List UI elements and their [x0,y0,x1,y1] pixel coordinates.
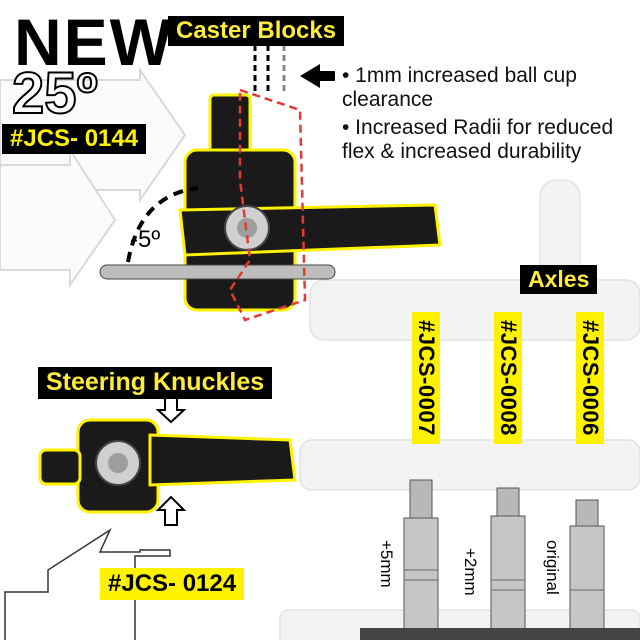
caster-feature-1: • 1mm increased ball cup clearance [342,64,577,111]
steering-knuckle-part [38,418,297,514]
axle-part-number-3: #JCS-0006 [576,312,604,444]
axle-label-1: +5mm [377,540,396,588]
headline-new: NEW [14,5,174,79]
steering-knuckles-title: Steering Knuckles [38,367,273,399]
axles-title: Axles [520,265,598,295]
axle-part-number-1: #JCS-0007 [412,312,440,444]
knuckle-arrow-outline [4,527,171,640]
down-arrow-icon [155,394,187,424]
axle-part-number-2: #JCS-0008 [494,312,522,444]
pointer-arrow [300,64,335,88]
up-arrow-icon [155,495,187,526]
caster-block-part [99,35,442,322]
knuckle-part-number: #JCS- 0124 [100,568,245,601]
axle-pin-3 [569,499,605,640]
caster-blocks-title: Caster Blocks [168,16,345,47]
caster-feature-2: • Increased Radii for reduced flex & inc… [342,116,614,163]
caster-angle-callout: -5º [130,226,161,253]
axle-pin-1 [403,479,439,640]
axle-label-3: original [543,540,562,595]
axle-base-bar [360,628,640,640]
axle-label-2: +2mm [461,548,480,596]
headline-angle: 25º [11,60,99,127]
axle-pin-2 [490,487,526,640]
caster-part-number: #JCS- 0144 [2,124,147,155]
